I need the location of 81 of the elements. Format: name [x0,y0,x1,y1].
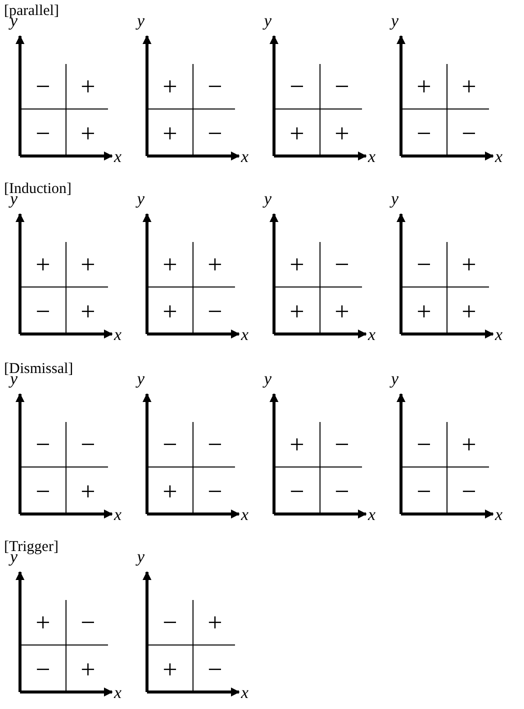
sign-symbol: + [162,74,178,100]
sign-symbol: − [334,74,350,100]
sign-symbol: + [80,479,96,505]
sign-symbol: − [34,121,52,147]
sign-symbol: − [80,610,96,636]
axis-label: y [264,370,272,387]
sign-symbol: + [162,252,178,278]
sign-symbol: + [288,432,306,458]
sign-symbol: − [162,610,178,636]
axis-label: x [241,326,249,343]
sign-symbol: + [162,121,178,147]
sign-symbol: + [206,252,224,278]
sign-symbol: + [162,657,178,683]
sign-symbol: − [34,657,52,683]
sign-symbol: + [288,121,306,147]
sign-symbol: + [206,610,224,636]
axis-label: x [241,684,249,701]
sign-symbol: + [80,252,96,278]
axis-label: y [137,548,145,565]
sign-symbol: − [34,479,52,505]
sign-symbol: + [416,74,432,100]
sign-symbol: + [288,299,306,325]
sign-symbol: − [460,479,478,505]
sign-symbol: − [334,479,350,505]
sign-symbol: − [34,299,52,325]
axis-label: x [368,148,376,165]
sign-symbol: + [162,479,178,505]
sign-symbol: + [80,657,96,683]
sign-symbol: + [34,610,52,636]
sign-symbol: + [416,299,432,325]
sign-symbol: + [460,74,478,100]
sign-symbol: − [416,479,432,505]
sign-symbol: − [206,121,224,147]
axis-label: y [391,370,399,387]
sign-symbol: + [162,299,178,325]
sign-symbol: − [80,432,96,458]
axis-label: y [264,190,272,207]
axis-label: y [264,12,272,29]
sign-symbol: + [80,121,96,147]
section-heading: [Trigger] [4,540,58,555]
axis-label: x [114,326,122,343]
sign-symbol: − [206,657,224,683]
sign-symbol: − [288,74,306,100]
sign-symbol: + [460,432,478,458]
axis-label: y [137,190,145,207]
axis-label: y [391,190,399,207]
sign-symbol: − [334,252,350,278]
axis-label: y [137,370,145,387]
sign-symbol: − [206,432,224,458]
sign-symbol: + [288,252,306,278]
sign-symbol: − [416,121,432,147]
sign-symbol: + [80,299,96,325]
sign-symbol: + [334,121,350,147]
axis-label: y [391,12,399,29]
sign-symbol: − [334,432,350,458]
sign-symbol: + [80,74,96,100]
sign-symbol: − [288,479,306,505]
sign-symbol: − [206,479,224,505]
axis-label: x [241,506,249,523]
axis-label: x [114,148,122,165]
axis-label: x [114,684,122,701]
axis-label: x [114,506,122,523]
sign-symbol: + [460,252,478,278]
axis-label: x [495,506,503,523]
axis-label: x [368,506,376,523]
sign-symbol: − [162,432,178,458]
sign-symbol: − [460,121,478,147]
sign-symbol: − [416,432,432,458]
sign-symbol: + [34,252,52,278]
sign-symbol: − [34,432,52,458]
sign-symbol: − [34,74,52,100]
sign-symbol: − [416,252,432,278]
axis-label: x [495,148,503,165]
axis-label: x [368,326,376,343]
axis-label: x [495,326,503,343]
axis-label: x [241,148,249,165]
axis-label: y [137,12,145,29]
sign-symbol: − [206,74,224,100]
sign-symbol: + [334,299,350,325]
sign-symbol: + [460,299,478,325]
sign-symbol: − [206,299,224,325]
